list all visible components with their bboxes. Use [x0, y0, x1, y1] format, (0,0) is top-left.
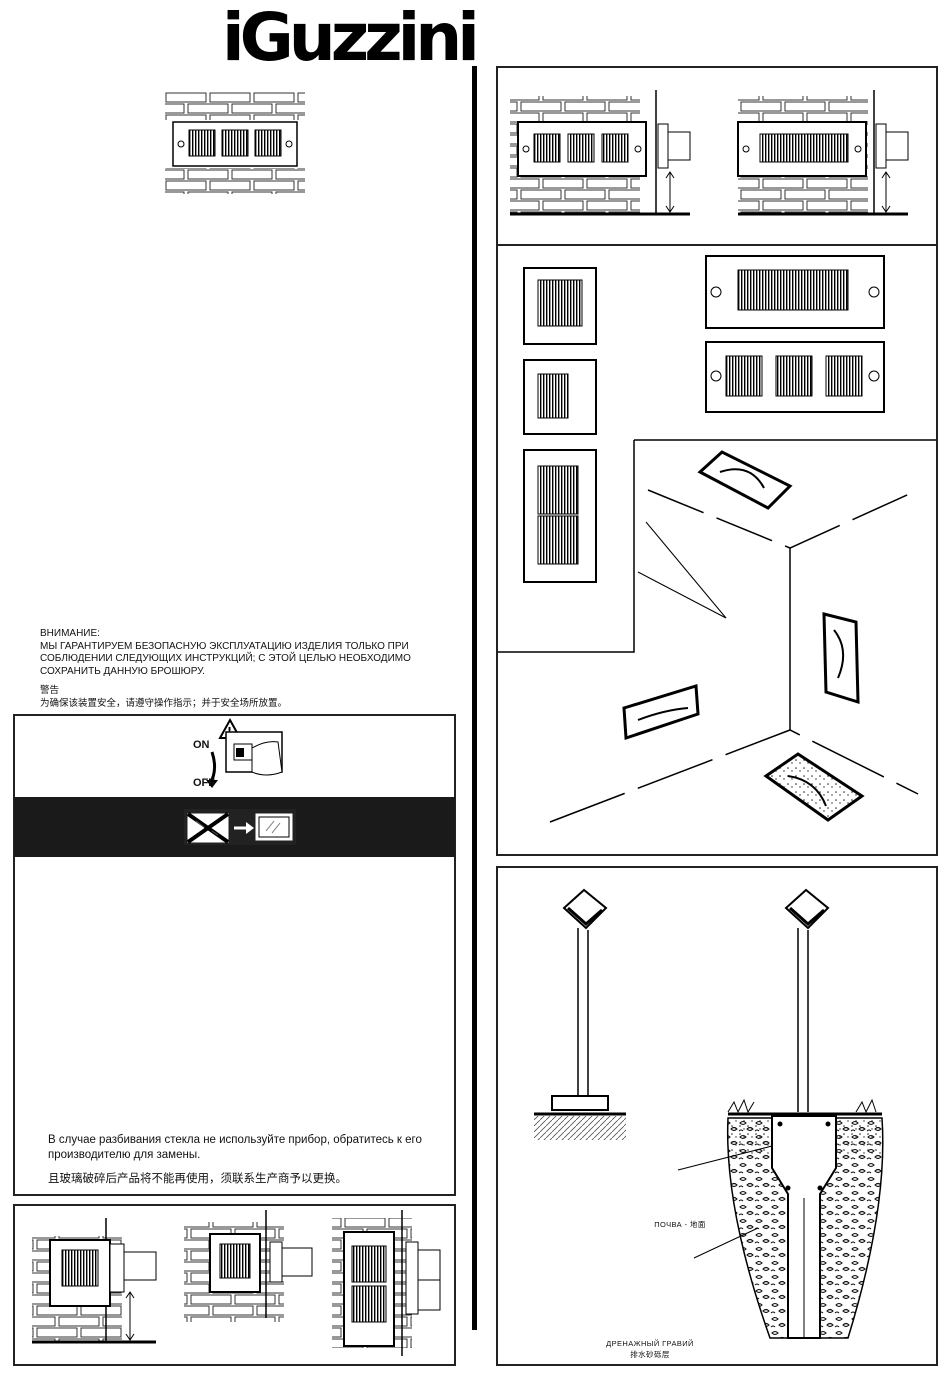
glass-warning-zh: 且玻璃破碎后产品将不能再使用，须联系生产商予以更换。 — [48, 1173, 347, 1185]
power-off-label: OFF — [193, 777, 215, 789]
column-divider — [472, 66, 477, 1330]
product-range-illustration — [498, 255, 936, 823]
warning-ru-text: МЫ ГАРАНТИРУЕМ БЕЗОПАСНУЮ ЭКСПЛУАТАЦИЮ И… — [40, 640, 411, 677]
square-fixtures-box — [13, 1204, 456, 1366]
power-on-label: ON — [193, 739, 210, 751]
glass-warning-ru: В случае разбивания стекла не используйт… — [48, 1134, 422, 1161]
wall-fixture-illustration — [165, 92, 305, 194]
warning-ru-title: ВНИМАНИЕ: — [40, 628, 100, 639]
warning-zh-title: 警告 — [40, 685, 60, 696]
ground-install-box — [496, 866, 938, 1366]
gravel-label-ru: ДРЕНАЖНЫЙ ГРАВИЙ — [606, 1339, 694, 1348]
warning-zh-text: 为确保该装置安全，请遵守操作指示；并于安全场所放置。 — [40, 697, 288, 709]
square-fixtures-illustration — [32, 1210, 441, 1356]
safety-box — [13, 714, 456, 1196]
ground-install-illustration — [534, 888, 884, 1339]
warning-ru: ВНИМАНИЕ: МЫ ГАРАНТИРУЕМ БЕЗОПАСНУЮ ЭКСП… — [40, 628, 440, 678]
glass-replace-icon — [184, 809, 296, 845]
product-range-box — [496, 244, 938, 856]
soil-label: ПОЧВА - 地面 — [654, 1220, 706, 1229]
warning-zh: 警告 为确保该装置安全，请遵守操作指示；并于安全场所放置。 — [40, 685, 460, 710]
brand-logo: iGuzzini — [222, 0, 480, 76]
gravel-label-zh: 排水砂砾层 — [630, 1350, 670, 1359]
power-switch-illustration: ! — [206, 717, 283, 788]
wall-height-illustration — [510, 90, 909, 216]
